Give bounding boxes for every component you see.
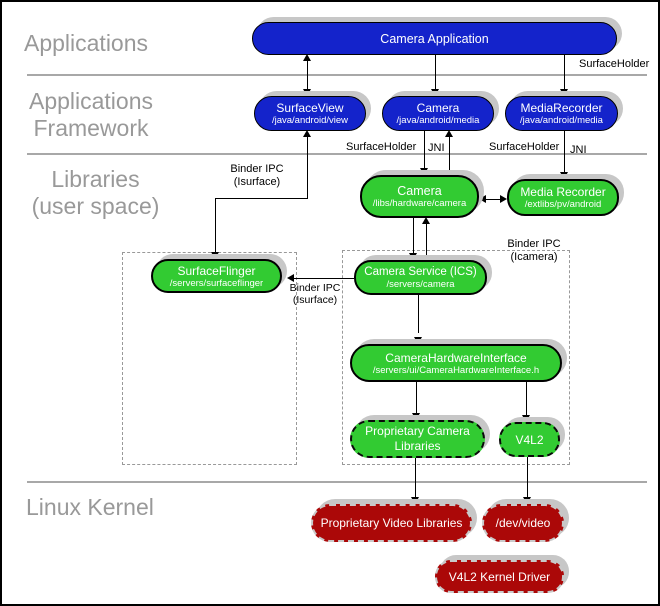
surfaceflinger-group-box	[122, 252, 297, 465]
arrowhead	[445, 130, 453, 137]
node-proprietary-video-libraries: Proprietary Video Libraries	[311, 504, 472, 542]
node-title: /dev/video	[495, 516, 551, 530]
connector-chi-pcl	[416, 382, 417, 413]
label-binder-ipc-isurface-mid: Binder IPC (Isurface)	[289, 282, 341, 306]
connector-cameraservice-surfaceflinger	[293, 278, 354, 279]
node-title: Media Recorder	[520, 185, 606, 199]
node-camera-hardware-interface: CameraHardwareInterface /servers/ui/Came…	[350, 344, 562, 382]
node-title: CameraHardwareInterface	[385, 350, 527, 365]
node-camera-library: Camera /libs/hardware/camera	[360, 175, 479, 218]
layer-label-framework-line2: Framework	[33, 115, 149, 141]
connector-mediarecorderfw-lib	[564, 131, 565, 173]
node-camera-service: Camera Service (ICS) /servers/camera	[354, 260, 487, 295]
node-subtitle: /extlibs/pv/android	[524, 199, 602, 210]
connector-cameraservice-chi	[418, 295, 419, 333]
camera-service-group-box	[342, 250, 570, 465]
node-surfaceflinger: SurfaceFlinger /servers/surfaceflinger	[151, 259, 282, 293]
node-dev-video: /dev/video	[482, 504, 564, 542]
node-subtitle: /java/android/media	[396, 115, 480, 126]
node-v4l2: V4L2	[499, 422, 560, 457]
connector-app-mediarecorder	[564, 55, 565, 89]
arrowhead	[303, 130, 311, 137]
connector-app-camera	[435, 55, 436, 89]
node-subtitle: /libs/hardware/camera	[372, 198, 467, 209]
arrowhead	[420, 168, 428, 175]
arrowhead	[409, 253, 417, 260]
node-title: SurfaceFlinger	[177, 263, 256, 278]
arrowhead	[500, 195, 507, 203]
node-subtitle: /java/android/view	[271, 115, 349, 126]
connector-cameraservice-cameralib-up	[426, 223, 427, 260]
node-v4l2-kernel-driver: V4L2 Kernel Driver	[435, 560, 564, 593]
arrowhead	[560, 172, 568, 179]
node-camera-application: Camera Application	[252, 22, 617, 55]
label-binder-ipc-icamera: Binder IPC (Icamera)	[507, 238, 561, 263]
connector-cameralib-cameraservice-down	[413, 218, 414, 253]
node-subtitle: /servers/ui/CameraHardwareInterface.h	[372, 364, 540, 376]
label-surfaceholder-top: SurfaceHolder	[579, 58, 650, 70]
label-surfaceholder-mediarecorder: SurfaceHolder	[489, 141, 560, 153]
layer-label-framework: Applications Framework	[16, 88, 166, 142]
label-binder-ipc-isurface-view: Binder IPC (Isurface)	[230, 163, 284, 188]
node-title: Proprietary Video Libraries	[320, 515, 463, 530]
arrowhead	[523, 497, 531, 504]
node-subtitle: /java/android/media	[520, 115, 603, 126]
node-camera-framework: Camera /java/android/media	[382, 96, 494, 131]
connector-surfaceview-surfaceflinger	[215, 198, 308, 199]
connector-cameralib-camerafw-up	[449, 136, 450, 175]
connector-camerafw-cameralib-down	[424, 131, 425, 169]
node-title: Camera	[397, 184, 442, 198]
node-title: SurfaceView	[276, 101, 344, 115]
layer-label-kernel: Linux Kernel	[26, 494, 154, 520]
arrowhead	[560, 89, 568, 96]
node-title: Camera Service (ICS)	[364, 266, 477, 278]
connector-v4l2-devvideo	[527, 457, 528, 497]
node-title: V4L2 Kernel Driver	[448, 569, 551, 584]
arrowhead	[303, 54, 311, 61]
node-surfaceview: SurfaceView /java/android/view	[254, 96, 366, 131]
layer-label-libraries-line1: Libraries	[51, 166, 140, 192]
arrowhead	[479, 195, 486, 203]
node-title: V4L2	[515, 432, 544, 447]
label-surfaceholder-camera: SurfaceHolder	[346, 141, 417, 153]
node-title: Camera	[416, 101, 460, 115]
layer-label-libraries-line2: (user space)	[31, 193, 160, 219]
node-title: MediaRecorder	[520, 101, 603, 115]
arrowhead	[411, 497, 419, 504]
layer-label-applications: Applications	[24, 30, 149, 56]
connector-surfaceview-surfaceflinger	[307, 136, 308, 198]
connector-cameralib-mediarecorderlib	[483, 199, 505, 200]
layer-label-framework-line1: Applications	[28, 88, 154, 114]
arrowhead	[422, 217, 430, 224]
node-media-recorder-library: Media Recorder /extlibs/pv/android	[507, 179, 619, 216]
arrowhead	[431, 89, 439, 96]
layer-divider	[27, 153, 647, 155]
connector-app-surfaceview	[307, 58, 308, 92]
label-jni-camera: JNI	[428, 142, 445, 154]
node-subtitle: /servers/surfaceflinger	[169, 277, 264, 289]
arrowhead	[303, 89, 311, 96]
label-jni-mediarecorder: JNI	[570, 144, 587, 156]
node-subtitle: /servers/camera	[386, 279, 455, 290]
layer-divider	[27, 481, 647, 483]
node-proprietary-camera-libraries: Proprietary Camera Libraries	[350, 420, 485, 458]
node-title: Camera Application	[380, 31, 489, 46]
node-title: Proprietary Camera Libraries	[365, 424, 470, 453]
layer-divider	[27, 74, 647, 76]
arrowhead	[522, 415, 530, 422]
layer-label-libraries: Libraries (user space)	[18, 166, 173, 220]
connector-surfaceview-surfaceflinger	[215, 198, 216, 252]
connector-pcl-pvl	[415, 458, 416, 497]
arrowhead	[414, 337, 422, 344]
arrowhead	[287, 274, 294, 282]
connector-chi-v4l2	[526, 382, 527, 415]
arrowhead	[211, 252, 219, 259]
arrowhead	[412, 413, 420, 420]
node-mediarecorder-framework: MediaRecorder /java/android/media	[505, 96, 618, 131]
